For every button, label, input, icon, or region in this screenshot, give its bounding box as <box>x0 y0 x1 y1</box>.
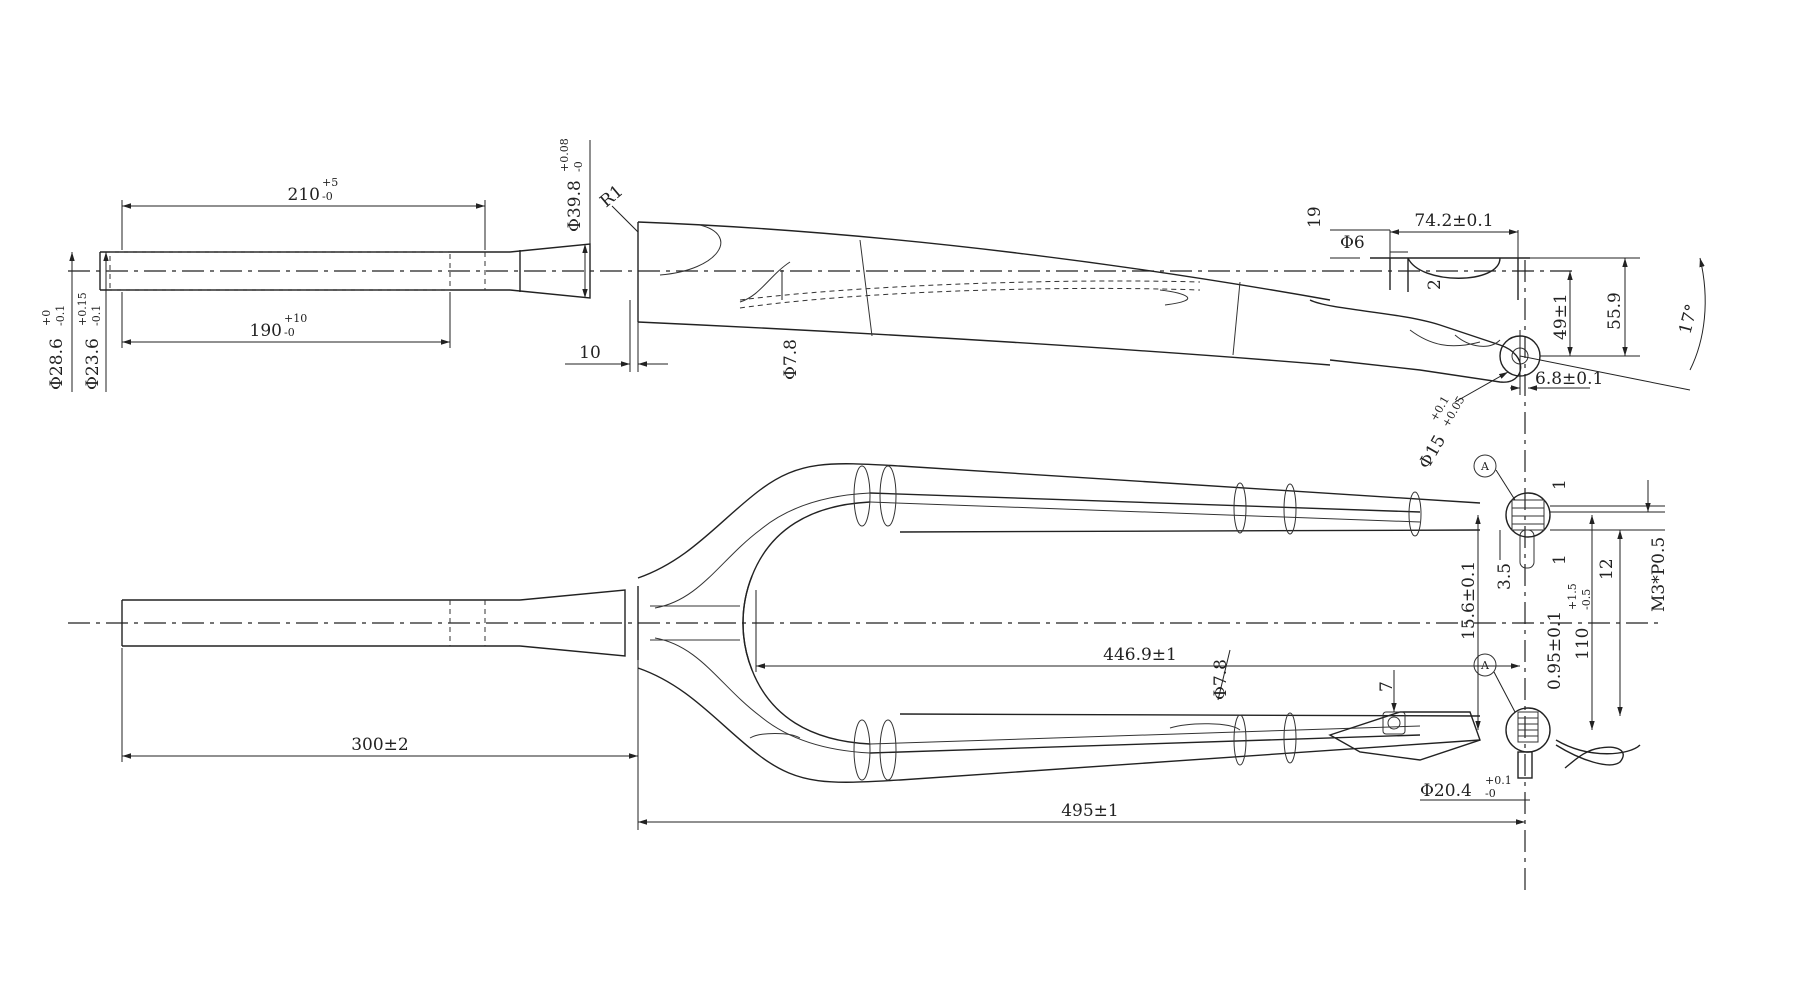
dim-overall-length: 495±1 <box>637 668 1525 830</box>
dim-thread: M3*P0.5 <box>1649 537 1669 612</box>
dim-phi-20-4-tol-dn: -0 <box>1485 787 1496 800</box>
dim-phi-7-8-bottom: Φ7.8 <box>1211 659 1231 700</box>
side-view: 210 +5 -0 190 +10 -0 Φ28.6 +0 -0.1 Φ23.6… <box>40 138 1706 473</box>
dim-210-value: 210 <box>288 185 320 205</box>
front-crown <box>637 463 901 783</box>
dim-300: 300±2 <box>351 735 409 755</box>
dim-495: 495±1 <box>1061 801 1119 821</box>
front-blade-upper <box>853 465 1551 569</box>
dim-1-a: 1 <box>1550 479 1570 490</box>
dim-7: 7 <box>1377 670 1397 712</box>
dim-phi-28-6: Φ28.6 <box>47 338 67 390</box>
dim-steerer-diameters: Φ28.6 +0 -0.1 Φ23.6 +0.15 -0.1 <box>40 252 109 392</box>
dim-dropout-offset: 6.8±0.1 <box>1510 330 1603 395</box>
dim-210-tol-up: +5 <box>322 176 338 189</box>
dim-7-value: 7 <box>1377 681 1397 692</box>
dim-r1: R1 <box>596 181 627 212</box>
dim-55-9: 55.9 <box>1605 292 1625 330</box>
dim-12: 12 <box>1597 558 1617 580</box>
dim-dropout-details: 1 1 12 M3*P0.5 3.5 15.6±0.1 110 +1.5 -0.… <box>1459 479 1669 730</box>
dim-dropout-height: 49±1 55.9 17° <box>1519 257 1706 391</box>
dim-phi-28-6-tol-up: +0 <box>40 310 53 326</box>
dim-74-2: 74.2±0.1 <box>1414 211 1493 231</box>
dim-phi-20-4-tol-up: +0.1 <box>1485 774 1512 787</box>
dim-cable-hole-bottom: Φ7.8 <box>1211 649 1231 701</box>
front-view: 300±2 446.9±1 Φ7.8 7 495±1 Φ20.4 +0 <box>68 454 1669 830</box>
dim-190-tol-up: +10 <box>284 312 307 325</box>
dim-disc-mount: 19 Φ6 74.2±0.1 2 <box>1305 206 1519 290</box>
dim-210-tol-dn: -0 <box>322 190 333 203</box>
dim-446-9: 446.9±1 <box>1103 645 1177 665</box>
dim-phi-28-6-tol-dn: -0.1 <box>54 305 67 326</box>
dim-angle-17: 17° <box>1676 302 1703 336</box>
dim-cable-hole-top: Φ7.8 <box>781 270 801 380</box>
dim-phi-15: Φ15 <box>1415 432 1450 473</box>
dim-phi-39-8-tol-dn: -0 <box>572 161 585 172</box>
front-steerer <box>121 586 639 660</box>
dim-phi-39-8-tol-up: +0.08 <box>558 138 571 172</box>
dim-phi-23-6-tol-up: +0.15 <box>76 292 89 326</box>
dim-axle-diameter: Φ15 +0.1 +0.05 <box>1415 371 1509 473</box>
dim-110-tol-dn: -0.5 <box>1580 589 1593 610</box>
side-steerer <box>99 243 591 299</box>
dim-phi-7-8-top: Φ7.8 <box>781 339 801 380</box>
dim-phi-23-6: Φ23.6 <box>83 338 103 390</box>
dim-insert-length: 190 +10 -0 <box>121 292 451 348</box>
dim-blade-length: 446.9±1 <box>755 590 1520 672</box>
dim-1-b: 1 <box>1550 554 1570 565</box>
dim-10: 10 <box>579 343 601 363</box>
label-a-bottom: A <box>1480 659 1490 672</box>
side-blade <box>637 221 1541 383</box>
dim-49: 49±1 <box>1551 293 1571 340</box>
detail-label-a-top: A <box>1473 454 1516 501</box>
dim-phi-20-4: Φ20.4 <box>1420 781 1472 801</box>
dim-15-6: 15.6±0.1 <box>1459 561 1479 640</box>
dim-phi-39-8: Φ39.8 <box>565 180 585 232</box>
detail-label-a-bottom: A <box>1473 653 1516 713</box>
dim-2: 2 <box>1425 279 1445 290</box>
dim-disc-diameter: Φ20.4 +0.1 -0 <box>1420 774 1530 801</box>
dim-6-8: 6.8±0.1 <box>1535 369 1603 389</box>
dim-190-tol-dn: -0 <box>284 326 295 339</box>
dim-110: 110 <box>1573 628 1593 660</box>
dim-0-95: 0.95±0.1 <box>1545 611 1565 690</box>
dim-110-tol-up: +1.5 <box>1566 583 1579 610</box>
front-dropout-top <box>1505 492 1551 538</box>
dim-race-length: 10 <box>565 300 668 372</box>
dim-19: 19 <box>1305 206 1325 228</box>
front-blade-lower <box>749 707 1641 781</box>
dim-190-value: 190 <box>250 321 282 341</box>
dim-crown-race: Φ39.8 +0.08 -0 R1 <box>558 138 639 298</box>
dim-steerer-length: 210 +5 -0 <box>121 176 486 250</box>
dim-phi-23-6-tol-dn: -0.1 <box>90 305 103 326</box>
dim-3-5: 3.5 <box>1495 563 1515 590</box>
dim-steerer-total: 300±2 <box>121 648 639 762</box>
label-a-top: A <box>1480 460 1490 473</box>
dim-phi6: Φ6 <box>1340 233 1365 253</box>
